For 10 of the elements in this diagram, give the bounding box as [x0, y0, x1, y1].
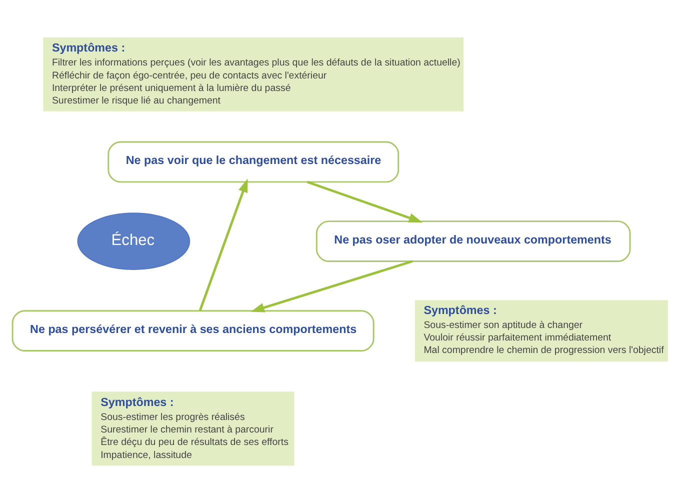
node-ellipse: Échec	[77, 212, 190, 270]
node-box: Symptômes : Filtrer les informations perçues (voir les avantages plus que les défauts de la situation actuelle) Réfléchir de façon égo-centrée, peu de contacts avec l'extérieur Interpréter le présent uniquement à la lumière du passé Surestimer le risque lié au changement	[43, 37, 464, 112]
node-box: Ne pas voir que le changement est nécessaire	[108, 141, 400, 183]
node-box: Symptômes : Sous-estimer les progrès réalisés Surestimer le chemin restant à parcourir Être déçu du peu de résultats de ses efforts Impatience, lassitude	[92, 392, 294, 466]
arrow	[198, 178, 248, 312]
node-box: Ne pas oser adopter de nouveaux comportements	[316, 220, 631, 262]
node-box: Ne pas persévérer et revenir à ses anciens comportements	[12, 310, 374, 352]
arrow	[307, 180, 423, 222]
arrow	[250, 260, 413, 312]
node-box: Symptômes : Sous-estimer son aptitude à changer Vouloir réussir parfaitement immédiatement Mal comprendre le chemin de progression vers l'objectif	[414, 300, 668, 362]
